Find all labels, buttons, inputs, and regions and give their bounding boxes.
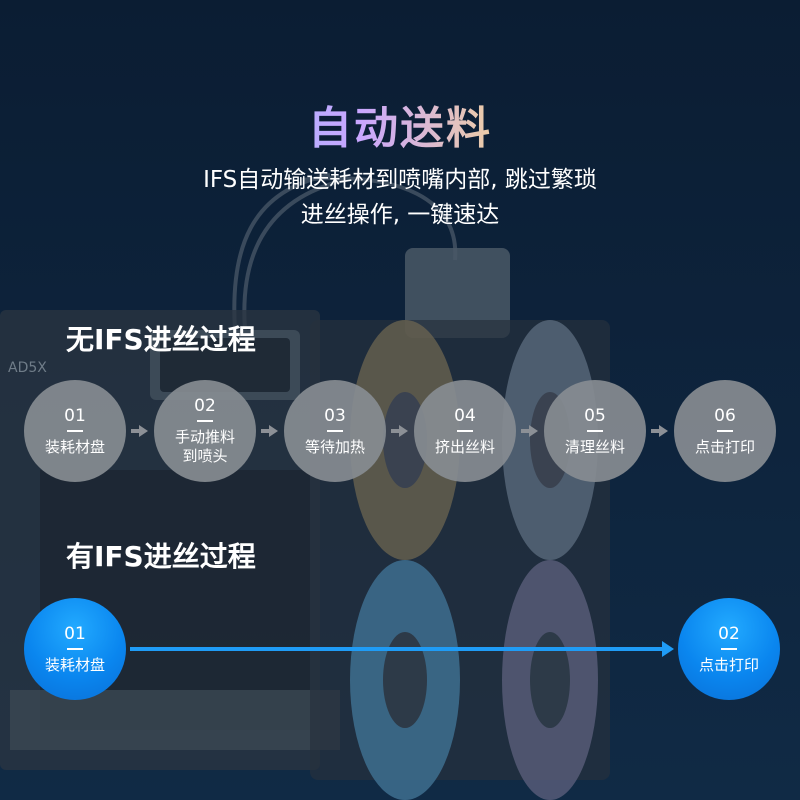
step-label: 等待加热	[304, 437, 365, 456]
step-number: 05	[584, 405, 606, 426]
step-label-line-2: 到喷头	[182, 447, 228, 465]
without-step-6: 06 点击打印	[674, 380, 776, 482]
step-divider	[457, 429, 473, 432]
step-divider	[717, 429, 733, 432]
arrow-bar	[391, 429, 399, 433]
subtitle-line-1: IFS自动输送耗材到喷嘴内部, 跳过繁琐	[203, 167, 597, 193]
section-title-without-ifs: 无IFS进丝过程	[66, 323, 256, 356]
step-label: 挤出丝料	[434, 437, 495, 456]
direct-flow-line	[130, 647, 664, 651]
page-title: 自动送料	[0, 92, 800, 156]
step-divider	[67, 647, 83, 650]
step-number: 04	[454, 405, 476, 426]
step-number: 02	[718, 623, 740, 644]
step-label: 手动推料	[174, 428, 235, 446]
arrow-right-icon	[139, 425, 148, 437]
arrow-right-icon	[659, 425, 668, 437]
with-step-1: 01 装耗材盘	[24, 598, 126, 700]
step-divider	[587, 429, 603, 432]
with-step-2: 02 点击打印	[678, 598, 780, 700]
without-step-2: 02 手动推料 到喷头	[154, 380, 256, 482]
arrow-bar	[131, 429, 139, 433]
without-step-1: 01 装耗材盘	[24, 380, 126, 482]
arrow-right-icon	[399, 425, 408, 437]
without-step-3: 03 等待加热	[284, 380, 386, 482]
step-label: 装耗材盘	[44, 437, 105, 456]
step-divider	[197, 420, 213, 422]
step-number: 03	[324, 405, 346, 426]
without-step-4: 04 挤出丝料	[414, 380, 516, 482]
printer-brand-label: AD5X	[8, 360, 47, 376]
step-number: 01	[64, 623, 86, 644]
arrow-right-icon	[269, 425, 278, 437]
step-label: 点击打印	[698, 655, 759, 674]
arrow-bar	[651, 429, 659, 433]
arrow-right-icon	[529, 425, 538, 437]
step-divider	[721, 647, 737, 650]
step-label: 点击打印	[694, 437, 755, 456]
step-divider	[327, 429, 343, 432]
step-number: 06	[714, 405, 736, 426]
arrow-bar	[521, 429, 529, 433]
arrow-bar	[261, 429, 269, 433]
section-title-with-ifs: 有IFS进丝过程	[66, 540, 256, 573]
step-divider	[67, 429, 83, 432]
step-number: 01	[64, 405, 86, 426]
step-number: 02	[194, 396, 216, 416]
step-label: 装耗材盘	[44, 655, 105, 674]
subtitle-line-2: 进丝操作, 一键速达	[300, 202, 500, 228]
without-step-5: 05 清理丝料	[544, 380, 646, 482]
step-label: 清理丝料	[564, 437, 625, 456]
arrow-right-icon	[662, 641, 674, 657]
